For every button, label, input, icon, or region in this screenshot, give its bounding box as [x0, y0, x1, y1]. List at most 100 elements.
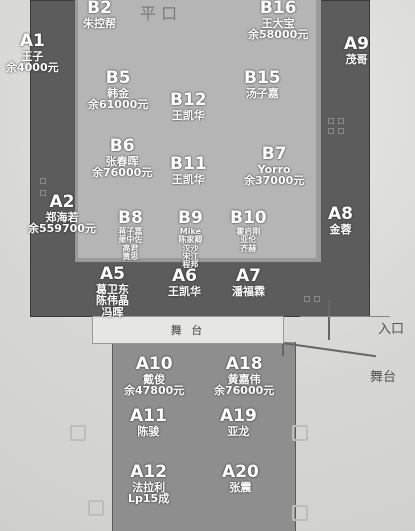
booth-code: A10	[135, 354, 173, 374]
booth-line: 潘福霖	[232, 284, 265, 298]
booth-code: B12	[170, 90, 207, 110]
booth-line: 郑海若	[45, 210, 79, 224]
booth-line: 蒋子嘉	[118, 226, 143, 236]
booth-line: Yorro	[257, 162, 291, 176]
booth-a11: A11 陈骏	[130, 406, 167, 438]
booth-code: B16	[259, 0, 297, 18]
booth-line: 余76000元	[214, 384, 275, 398]
booth-code: A5	[100, 264, 125, 284]
booth-line: 余61000元	[88, 98, 149, 112]
booth-code: A11	[130, 406, 167, 426]
booth-line: 王凯华	[171, 172, 205, 186]
booth-b5: B5 韩金 余61000元	[88, 68, 149, 112]
booth-b16: B16 王大宝 余58000元	[248, 0, 308, 41]
booth-b15: B15 汤子嘉	[244, 68, 281, 100]
outside-table-icon	[70, 425, 86, 441]
table-mark	[338, 118, 344, 124]
booth-code: A1	[19, 31, 45, 51]
booth-line: 陈伟晶	[96, 294, 129, 308]
booth-code: A19	[220, 406, 257, 426]
booth-line: 霍启刚	[236, 226, 261, 236]
booth-code: A8	[328, 204, 353, 224]
table-mark	[40, 178, 46, 184]
booth-code: B2	[87, 0, 112, 18]
table-mark	[338, 128, 344, 134]
booth-line: 汤子嘉	[245, 86, 279, 100]
booth-line: 韩金	[107, 86, 130, 100]
booth-b9: B9 Mike 陈家卿 汉沙 宋江 程邦	[178, 209, 203, 270]
booth-a5: A5 葛卫东 陈伟晶 冯晖	[96, 264, 129, 319]
booth-code: B11	[170, 154, 207, 174]
outer-stage-label: 舞台	[370, 370, 397, 385]
booth-a7: A7 潘福霖	[232, 266, 265, 298]
booth-code: A7	[236, 266, 261, 286]
booth-line: 王凯华	[171, 108, 205, 122]
booth-line: 萧中佐	[118, 235, 143, 245]
booth-line: Lp15成	[128, 492, 170, 506]
booth-line: 张震	[229, 480, 252, 494]
booth-line: 张春晖	[105, 154, 139, 168]
booth-line: 法拉利	[132, 480, 166, 494]
booth-a6: A6 王凯华	[168, 266, 201, 298]
booth-b10: B10 霍启刚 亚伦 齐赫	[230, 208, 267, 253]
stage: 舞 台	[92, 316, 284, 344]
booth-line: 黄思	[122, 252, 139, 262]
booth-a19: A19 亚龙	[220, 406, 257, 438]
booth-b6: B6 张春晖 余76000元	[92, 136, 153, 180]
booth-line: 王子	[21, 49, 44, 63]
wall-line	[328, 300, 330, 340]
booth-code: B8	[118, 208, 143, 228]
booth-line: 余4000元	[6, 61, 59, 75]
booth-line: 冯晖	[101, 305, 124, 319]
booth-line: 黄嘉伟	[227, 372, 261, 386]
booth-line: 亚龙	[227, 424, 250, 438]
booth-line: 余559700元	[28, 222, 96, 236]
booth-line: 宋江	[182, 252, 199, 262]
booth-line: 王凯华	[168, 284, 201, 298]
booth-line: 金蓉	[329, 222, 352, 236]
booth-line: 齐赫	[240, 243, 257, 253]
top-fragment-text: 平 口	[140, 4, 178, 23]
booth-line: 余76000元	[92, 166, 153, 180]
entrance-label: 入口	[378, 322, 405, 337]
booth-line: 戴俊	[143, 372, 166, 386]
outside-table-icon	[292, 505, 308, 521]
booth-line: 高君	[122, 243, 139, 253]
booth-a9: A9 茂哥	[344, 35, 369, 66]
table-mark	[328, 118, 334, 124]
outside-table-icon	[88, 500, 104, 516]
booth-b7: B7 Yorro 余37000元	[244, 144, 305, 188]
booth-code: A20	[222, 462, 259, 482]
wall-line	[300, 316, 390, 317]
booth-line: 余47800元	[124, 384, 185, 398]
table-mark	[328, 128, 334, 134]
booth-line: 陈家卿	[178, 235, 203, 245]
booth-line: 茂哥	[345, 52, 368, 66]
booth-code: B10	[230, 208, 267, 228]
inner-floor-area	[78, 0, 316, 258]
booth-a1: A1 王子 余4000元	[6, 31, 59, 75]
booth-a2: A2 郑海若 余559700元	[28, 193, 96, 236]
lower-hall-area	[112, 342, 296, 531]
booth-line: 程邦	[182, 260, 199, 270]
booth-line: 朱控帮	[83, 16, 116, 30]
booth-code: B7	[261, 144, 287, 164]
booth-line: 王大宝	[261, 16, 295, 30]
booth-code: B15	[244, 68, 281, 88]
booth-line: 陈骏	[137, 424, 160, 438]
booth-line: 余37000元	[244, 174, 305, 188]
booth-a12: A12 法拉利 Lp15成	[128, 463, 170, 506]
booth-line: Mike	[179, 226, 202, 236]
booth-code: B6	[109, 136, 135, 156]
table-mark	[304, 296, 310, 302]
booth-code: B5	[105, 68, 131, 88]
booth-line: 汉沙	[182, 243, 199, 253]
booth-code: A6	[172, 266, 197, 286]
table-mark	[314, 296, 320, 302]
booth-code: A18	[225, 354, 263, 374]
booth-line: 余58000元	[248, 28, 309, 42]
booth-b8: B8 蒋子嘉 萧中佐 高君 黄思	[118, 208, 143, 262]
booth-b12: B12 王凯华	[170, 90, 207, 122]
booth-b11: B11 王凯华	[170, 154, 207, 186]
table-mark	[40, 190, 46, 196]
